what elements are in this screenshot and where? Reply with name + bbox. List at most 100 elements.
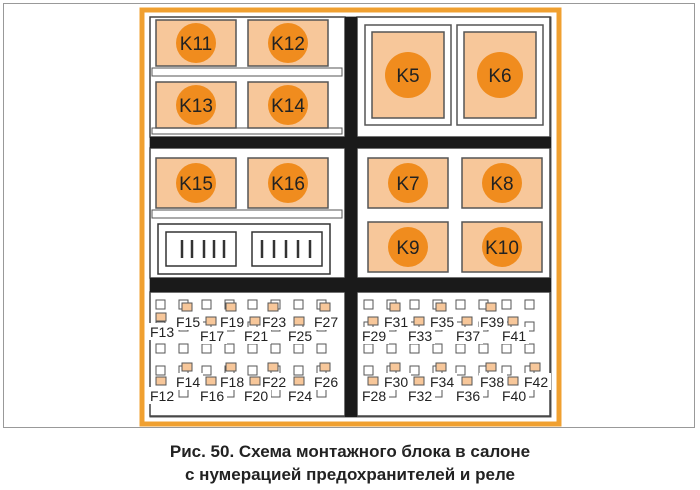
- fuse-label: F35: [430, 314, 454, 330]
- fuse-slot: [461, 316, 473, 326]
- relay-marker: [268, 163, 308, 203]
- fuse-f41: F41: [501, 316, 529, 344]
- fuse-holder-socket: [155, 299, 166, 310]
- fuse-label-bg: [407, 387, 435, 404]
- fuse-label: F40: [502, 388, 526, 404]
- relay-socket-k5: [364, 24, 452, 126]
- separator-gaps: [150, 17, 551, 417]
- connector-strip: [151, 67, 343, 77]
- relay-label: K16: [271, 174, 305, 195]
- relay-k10: K10: [461, 221, 543, 273]
- fuse-label-bg: [383, 373, 411, 390]
- relay-marker: [482, 163, 522, 203]
- fuse-holder-socket: [155, 365, 166, 376]
- relay-label: K8: [490, 174, 513, 195]
- relay-marker: [176, 85, 216, 125]
- relay-k9: K9: [367, 221, 449, 273]
- fuse-holder-socket: [293, 365, 304, 376]
- fuse-slot: [293, 376, 305, 386]
- fuse-label: F37: [456, 328, 480, 344]
- fuse-label: F13: [150, 324, 174, 340]
- fuse-f34: F34: [429, 362, 457, 390]
- fuse-holder-socket: [247, 343, 258, 354]
- connector-strip: [151, 127, 343, 135]
- relay-k6: K6: [463, 31, 537, 119]
- fuse-holder-socket: [201, 299, 212, 310]
- fuse-label: F22: [262, 374, 286, 390]
- fuse-label: F36: [456, 388, 480, 404]
- fuse-holder-socket: [363, 365, 374, 376]
- fuse-label: F21: [244, 328, 268, 344]
- relay-marker: [176, 23, 216, 63]
- separator-gap: [150, 278, 551, 292]
- fuse-slot: [155, 376, 167, 386]
- fuse-label: F33: [408, 328, 432, 344]
- fuse-label: F41: [502, 328, 526, 344]
- relay-label: K10: [485, 238, 519, 259]
- relay-k7: K7: [367, 157, 449, 209]
- fuse-holder-socket: [432, 343, 443, 354]
- fuse-slot: [435, 302, 447, 312]
- relay-label: K14: [271, 96, 305, 117]
- fuse-holder-socket: [386, 343, 397, 354]
- fuse-f38: F38: [479, 362, 507, 390]
- fuse-f37: F37: [455, 316, 483, 344]
- fuse-label-bg: [429, 373, 457, 390]
- fuse-label-bg: [383, 313, 411, 330]
- fuse-label: F12: [150, 388, 174, 404]
- fuse-label: F19: [220, 314, 244, 330]
- relay-marker: [268, 23, 308, 63]
- relay-k13: K13: [155, 81, 237, 129]
- fuse-f23: F23: [261, 302, 289, 330]
- fuse-label-bg: [361, 327, 389, 344]
- fuse-label-bg: [149, 323, 177, 340]
- fuse-label: F39: [480, 314, 504, 330]
- fuse-label-bg: [479, 373, 507, 390]
- fuse-label-bg: [429, 313, 457, 330]
- fuse-slot: [485, 302, 497, 312]
- relay-k14: K14: [247, 81, 329, 129]
- fuse-f17: F17: [199, 316, 227, 344]
- fuse-label: F23: [262, 314, 286, 330]
- fuse-holder-socket: [201, 365, 212, 376]
- fuse-slot: [367, 376, 379, 386]
- relay-label: K12: [271, 34, 305, 55]
- fuse-slot: [461, 376, 473, 386]
- fuse-label: F30: [384, 374, 408, 390]
- fuse-label: F34: [430, 374, 454, 390]
- fuse-holder-socket: [363, 299, 374, 310]
- relay-label: K9: [396, 238, 419, 259]
- relay-label: K15: [179, 174, 213, 195]
- fuse-f32: F32: [407, 376, 435, 404]
- diode-connector-left: [165, 231, 237, 267]
- fuse-f36: F36: [455, 376, 483, 404]
- fuse-holder-socket: [524, 321, 535, 332]
- fuse-holder-socket: [478, 343, 489, 354]
- fuse-holder-socket: [524, 343, 535, 354]
- fuse-label: F26: [314, 374, 338, 390]
- fuse-label: F24: [288, 388, 312, 404]
- fuse-label: F29: [362, 328, 386, 344]
- fuse-f16: F16: [199, 376, 227, 404]
- fuse-slot: [205, 316, 217, 326]
- fuse-label: F15: [176, 314, 200, 330]
- fuse-slot: [293, 316, 305, 326]
- fuse-f29: F29: [361, 316, 389, 344]
- fuse-f28: F28: [361, 376, 389, 404]
- fuse-slot: [225, 302, 237, 312]
- fuse-label-bg: [243, 327, 271, 344]
- fuse-holder-socket: [247, 299, 258, 310]
- fuse-holder-socket: [247, 365, 258, 376]
- fuse-holder-socket: [178, 343, 189, 354]
- fuse-slot: [249, 316, 261, 326]
- fuse-label: F18: [220, 374, 244, 390]
- fuse-label: F25: [288, 328, 312, 344]
- relay-label: K11: [180, 34, 212, 55]
- relay-k16: K16: [247, 157, 329, 209]
- fuse-f15: F15: [175, 302, 203, 330]
- relay-k15: K15: [155, 157, 237, 209]
- fuse-label-bg: [479, 313, 507, 330]
- fuse-slot: [267, 362, 279, 372]
- fuse-slot: [507, 316, 519, 326]
